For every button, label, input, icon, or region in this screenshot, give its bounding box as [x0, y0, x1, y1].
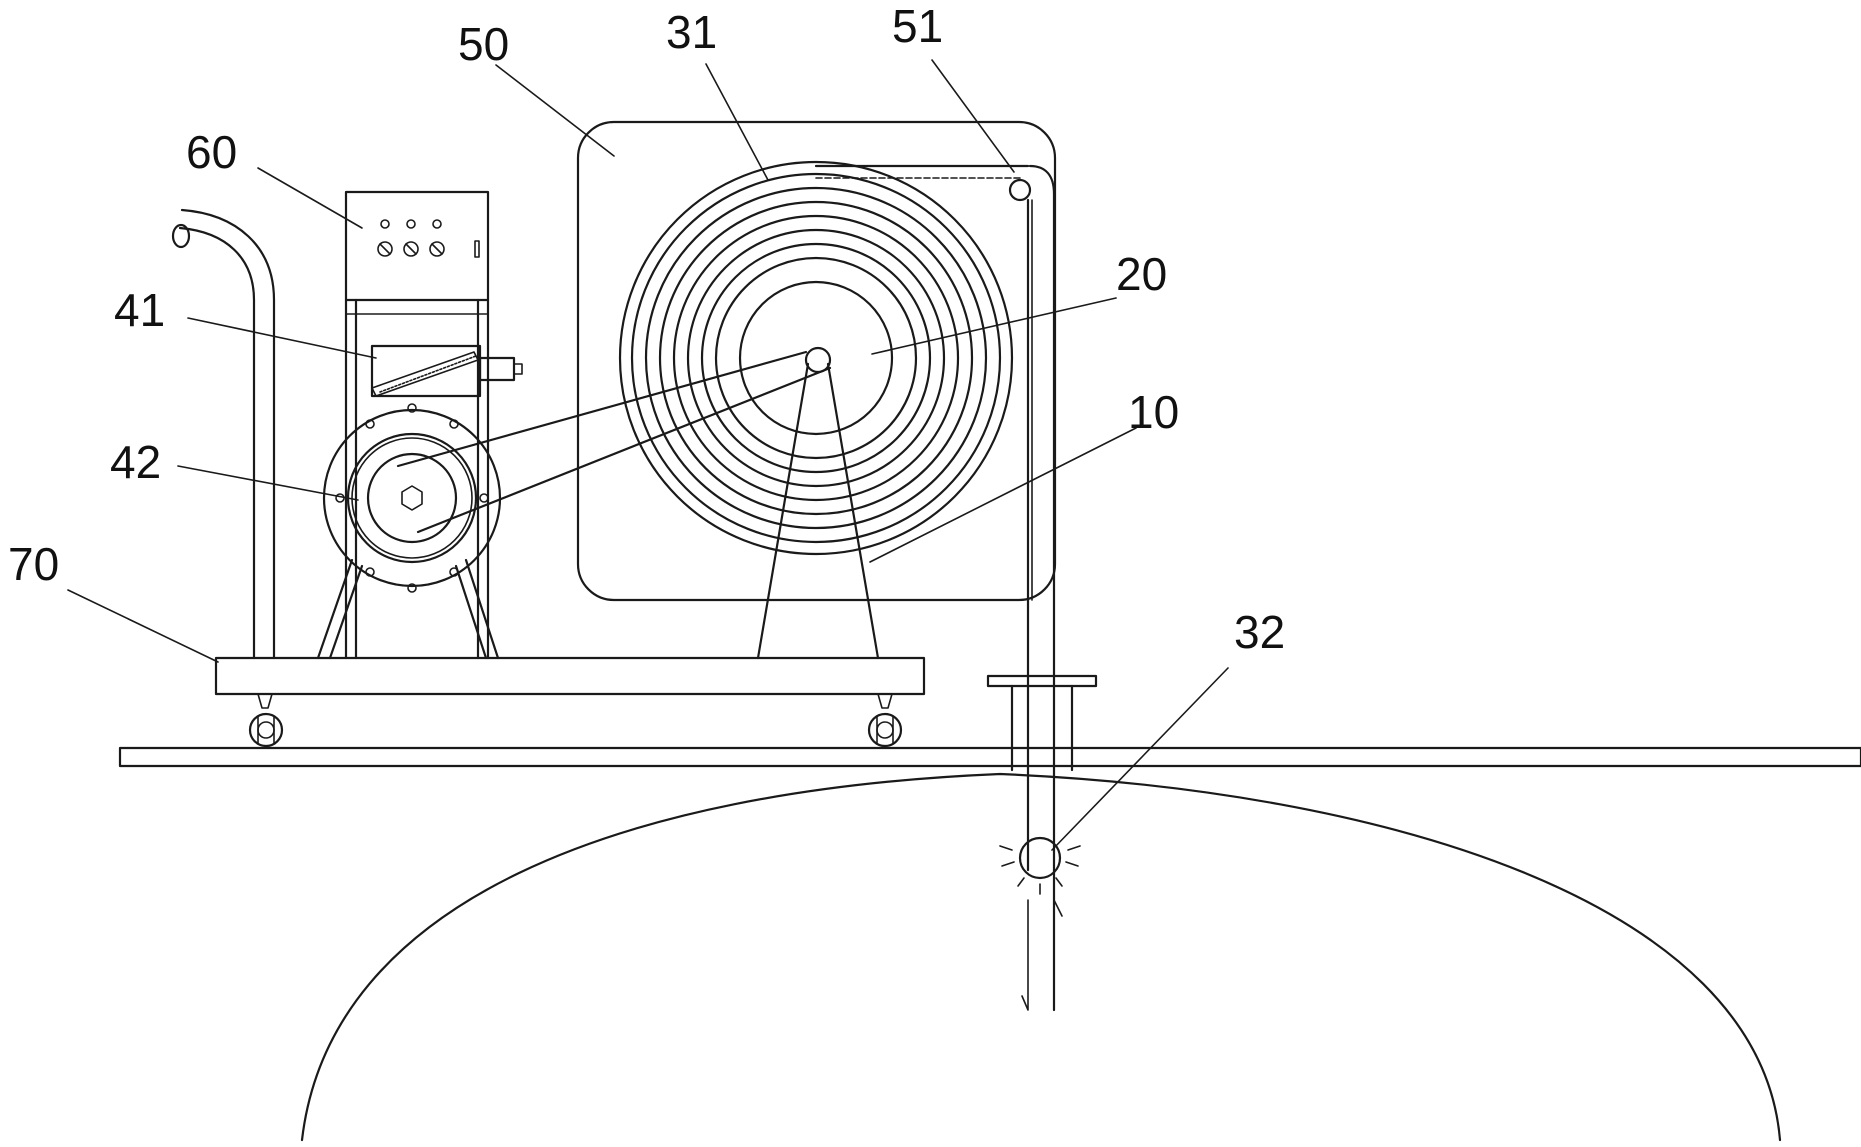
callout-42: 42 [110, 436, 161, 488]
left-wheel [250, 694, 282, 746]
callouts: 50 31 51 60 41 42 70 20 10 32 [8, 0, 1285, 658]
right-wheel [869, 694, 901, 746]
callout-51: 51 [892, 0, 943, 52]
callout-31: 31 [666, 6, 717, 58]
motor-frame [346, 300, 488, 658]
callout-60: 60 [186, 126, 237, 178]
cart-base [216, 658, 924, 746]
push-handle [173, 210, 274, 658]
reel-stand [758, 364, 878, 658]
ground-surface [120, 748, 1861, 766]
callout-20: 20 [1116, 248, 1167, 300]
control-box [346, 192, 488, 300]
callout-32: 32 [1234, 606, 1285, 658]
callout-10: 10 [1128, 386, 1179, 438]
indicator-light-2 [407, 220, 415, 228]
callout-70: 70 [8, 538, 59, 590]
gear-motor [372, 346, 522, 396]
wellhead-flange [988, 676, 1096, 770]
callout-50: 50 [458, 18, 509, 70]
sensor-probe [1000, 838, 1080, 1010]
guide-roller [1010, 180, 1030, 200]
indicator-light-3 [433, 220, 441, 228]
power-switch [475, 241, 479, 257]
underground-tank [302, 774, 1780, 1140]
indicator-light-1 [381, 220, 389, 228]
reel-drum [620, 162, 1012, 554]
callout-41: 41 [114, 284, 165, 336]
cable [816, 166, 1054, 1010]
